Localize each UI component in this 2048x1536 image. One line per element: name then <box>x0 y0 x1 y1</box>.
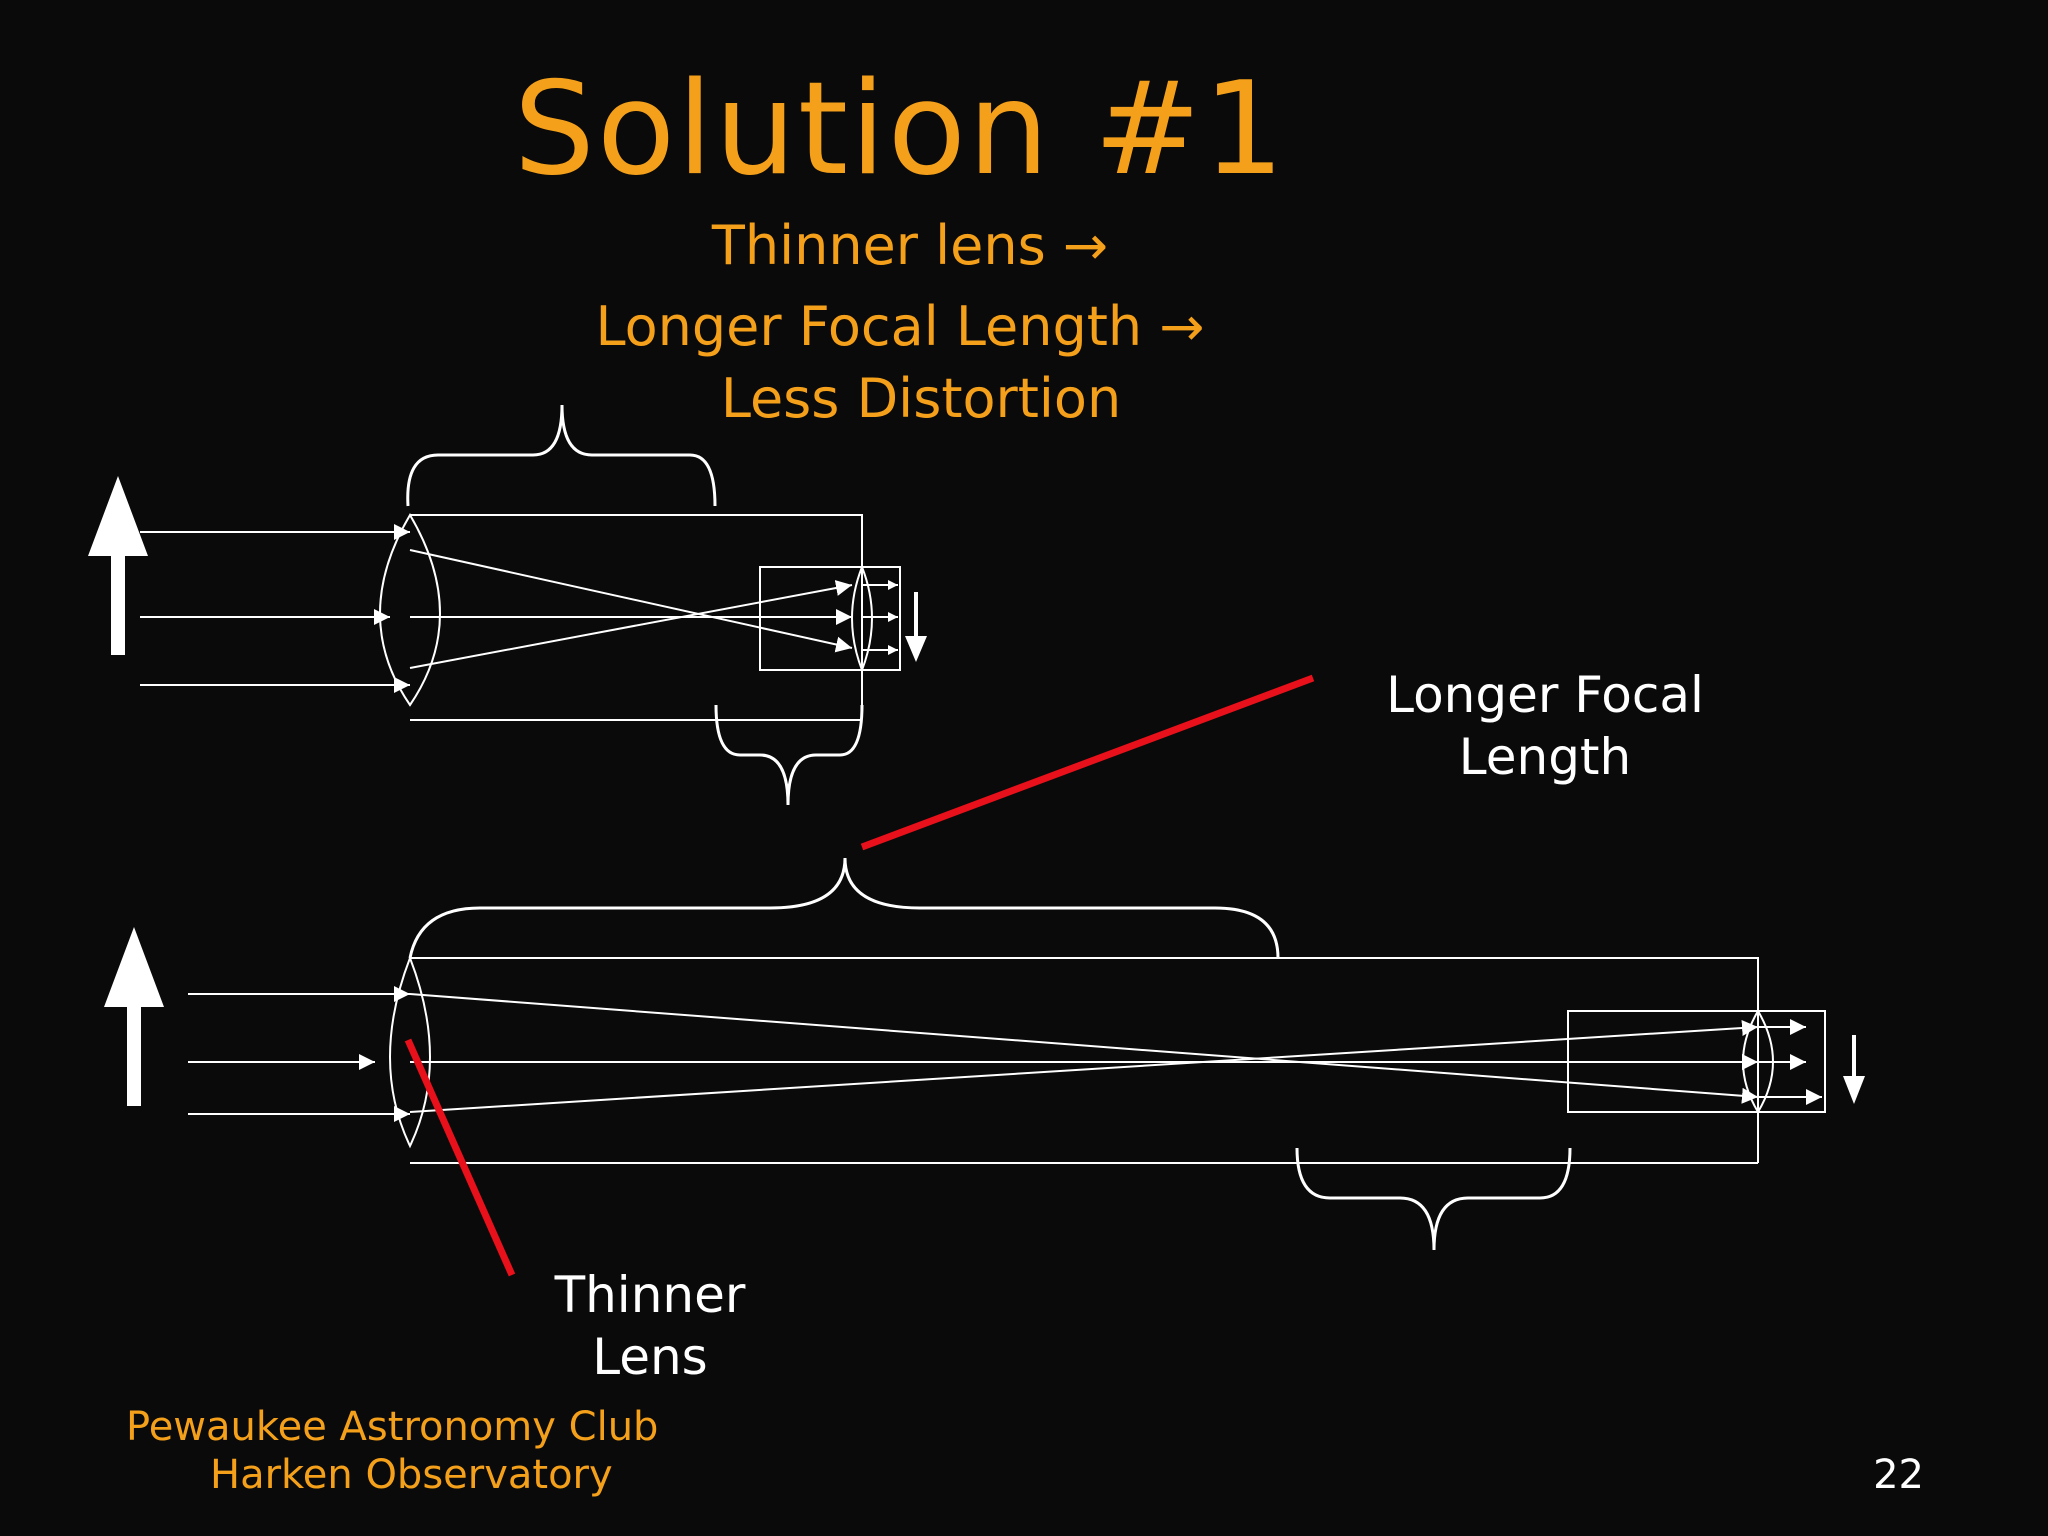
image-arrow-bottom <box>1843 1035 1865 1104</box>
pointer-focal-length <box>860 674 1315 851</box>
object-arrow-top <box>88 476 148 655</box>
pointer-thinner-lens <box>404 1038 516 1277</box>
eyepiece-box-bottom <box>1567 1010 1826 1113</box>
long-focal-telescope <box>104 857 1865 1251</box>
label-thinner-lens: Thinner Lens <box>450 1264 850 1388</box>
incoming-rays-top <box>140 524 410 693</box>
subtitle-line-3: Less Distortion <box>720 367 1122 430</box>
tube-bottom <box>410 957 1759 1164</box>
brace-objective-top <box>406 404 717 507</box>
label-focal-line-2: Length <box>1458 728 1632 786</box>
label-focal-line-1: Longer Focal <box>1386 666 1704 724</box>
page-number: 22 <box>1873 1452 1924 1498</box>
brace-objective-bottom <box>408 857 1280 959</box>
eyepiece-lens-top <box>851 564 873 673</box>
converging-rays-top <box>409 549 853 669</box>
label-lens-line-1: Thinner <box>554 1266 746 1324</box>
objective-lens-thick <box>379 513 441 707</box>
footer-club-name: Pewaukee Astronomy Club <box>126 1404 659 1450</box>
object-arrow-bottom <box>104 927 164 1106</box>
exit-rays-bottom <box>1758 1019 1822 1105</box>
subtitle-line-1: Thinner lens → <box>711 214 1109 277</box>
converging-rays-bottom <box>409 993 1759 1113</box>
label-lens-line-2: Lens <box>592 1328 708 1386</box>
brace-eyepiece-top <box>714 704 864 806</box>
short-focal-telescope <box>88 404 927 806</box>
eyepiece-box-top <box>759 566 901 671</box>
image-arrow-top <box>905 592 927 662</box>
tube-top <box>410 514 863 721</box>
subtitle-line-2: Longer Focal Length → <box>595 295 1205 358</box>
label-longer-focal-length: Longer Focal Length <box>1345 664 1745 788</box>
exit-rays-top <box>862 580 898 655</box>
objective-lens-thin <box>389 955 431 1149</box>
brace-eyepiece-bottom <box>1295 1147 1572 1251</box>
footer-observatory-name: Harken Observatory <box>210 1452 613 1498</box>
incoming-rays-bottom <box>188 986 410 1122</box>
slide-title: Solution #1 <box>513 55 1287 204</box>
eyepiece-lens-bottom <box>1742 1009 1774 1114</box>
